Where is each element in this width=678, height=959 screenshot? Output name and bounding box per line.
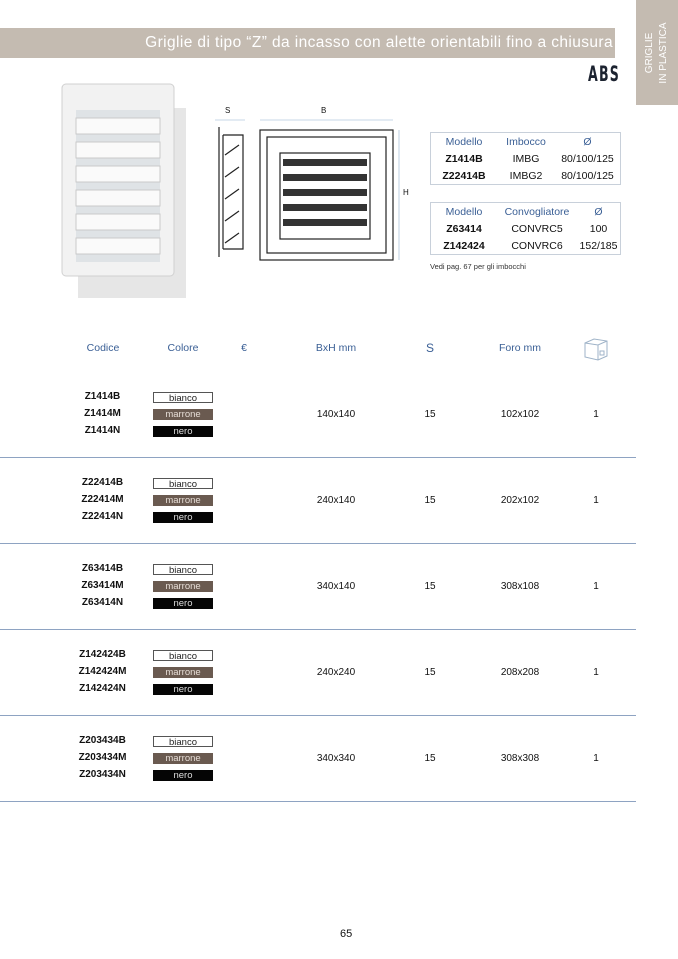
technical-drawing	[215, 119, 400, 261]
color-swatch: nero	[153, 598, 213, 609]
product-code: Z63414B	[81, 563, 124, 574]
material-label: ABS	[588, 62, 621, 86]
header-bxh: BxH mm	[315, 342, 357, 354]
color-swatch: bianco	[153, 736, 213, 748]
cell: 100	[589, 222, 608, 235]
bxh-value: 240x140	[316, 495, 356, 506]
color-swatch: nero	[153, 512, 213, 523]
product-code: Z203434N	[79, 769, 126, 780]
foro-value: 202x102	[500, 495, 540, 506]
product-code: Z142424N	[79, 683, 126, 694]
product-code: Z1414M	[84, 408, 121, 419]
cell: Z142424	[443, 239, 485, 252]
color-swatch: bianco	[153, 478, 213, 490]
col-header: Modello	[445, 135, 483, 148]
title-band: Griglie di tipo “Z” da incasso con alett…	[0, 28, 615, 58]
dim-label-h: H	[403, 188, 409, 197]
bxh-value: 340x140	[316, 581, 356, 592]
product-code: Z203434M	[78, 752, 127, 763]
page-number: 65	[340, 928, 353, 940]
col-header: Ø	[594, 205, 603, 218]
header-codice: Codice	[86, 342, 120, 354]
header-s: S	[425, 341, 435, 355]
product-code: Z142424M	[78, 666, 127, 677]
cell: IMBG2	[509, 169, 543, 182]
foro-value: 308x308	[500, 753, 540, 764]
bxh-value: 240x240	[316, 667, 356, 678]
header-foro: Foro mm	[499, 342, 541, 354]
cell: CONVRC6	[511, 239, 563, 252]
header-euro: €	[241, 342, 247, 354]
qty-value: 1	[593, 581, 599, 592]
cell: 80/100/125	[561, 152, 614, 165]
cell: CONVRC5	[511, 222, 563, 235]
package-icon	[584, 338, 608, 361]
color-swatch: bianco	[153, 564, 213, 576]
header-colore: Colore	[167, 342, 199, 354]
qty-value: 1	[593, 667, 599, 678]
color-swatch: bianco	[153, 650, 213, 662]
cell: Z22414B	[442, 169, 486, 182]
product-code: Z142424B	[79, 649, 126, 660]
product-code: Z203434B	[79, 735, 126, 746]
page-title: Griglie di tipo “Z” da incasso con alett…	[145, 34, 613, 51]
color-swatch: nero	[153, 684, 213, 695]
color-swatch: bianco	[153, 392, 213, 404]
color-swatch: nero	[153, 426, 213, 437]
section-tab-line2: IN PLASTICA	[658, 21, 669, 84]
section-tab-line1: GRIGLIE	[644, 32, 655, 73]
color-swatch: marrone	[153, 581, 213, 592]
color-swatch: marrone	[153, 753, 213, 764]
product-code: Z22414N	[81, 511, 124, 522]
qty-value: 1	[593, 409, 599, 420]
cell: Z63414	[446, 222, 482, 235]
color-swatch: marrone	[153, 495, 213, 506]
s-value: 15	[424, 409, 436, 420]
foro-value: 102x102	[500, 409, 540, 420]
s-value: 15	[424, 753, 436, 764]
product-photo	[61, 83, 186, 298]
qty-value: 1	[593, 495, 599, 506]
bxh-value: 340x340	[316, 753, 356, 764]
product-code: Z1414N	[84, 425, 121, 436]
foro-value: 308x108	[500, 581, 540, 592]
col-header: Ø	[583, 135, 592, 148]
product-code: Z63414M	[81, 580, 124, 591]
foro-value: 208x208	[500, 667, 540, 678]
s-value: 15	[424, 495, 436, 506]
product-code: Z22414B	[81, 477, 124, 488]
convogliatore-table: Modello Convogliatore Ø Z63414 CONVRC5 100 Z…	[430, 202, 621, 255]
color-swatch: nero	[153, 770, 213, 781]
color-swatch: marrone	[153, 667, 213, 678]
s-value: 15	[424, 667, 436, 678]
color-swatch: marrone	[153, 409, 213, 420]
dim-label-b: B	[321, 106, 327, 115]
cell: IMBG	[512, 152, 540, 165]
product-code: Z1414B	[84, 391, 121, 402]
product-code: Z63414N	[81, 597, 124, 608]
cell: 80/100/125	[561, 169, 614, 182]
note: Vedi pag. 67 per gli imbocchi	[430, 262, 526, 271]
product-code: Z22414M	[81, 494, 124, 505]
s-value: 15	[424, 581, 436, 592]
imbocco-table: Modello Imbocco Ø Z1414B IMBG 80/100/125 Z22…	[430, 132, 621, 185]
dim-label-s: S	[225, 106, 231, 115]
bxh-value: 140x140	[316, 409, 356, 420]
col-header: Convogliatore	[504, 205, 570, 218]
cell: Z1414B	[445, 152, 483, 165]
col-header: Modello	[445, 205, 483, 218]
col-header: Imbocco	[506, 135, 546, 148]
qty-value: 1	[593, 753, 599, 764]
cell: 152/185	[579, 239, 618, 252]
